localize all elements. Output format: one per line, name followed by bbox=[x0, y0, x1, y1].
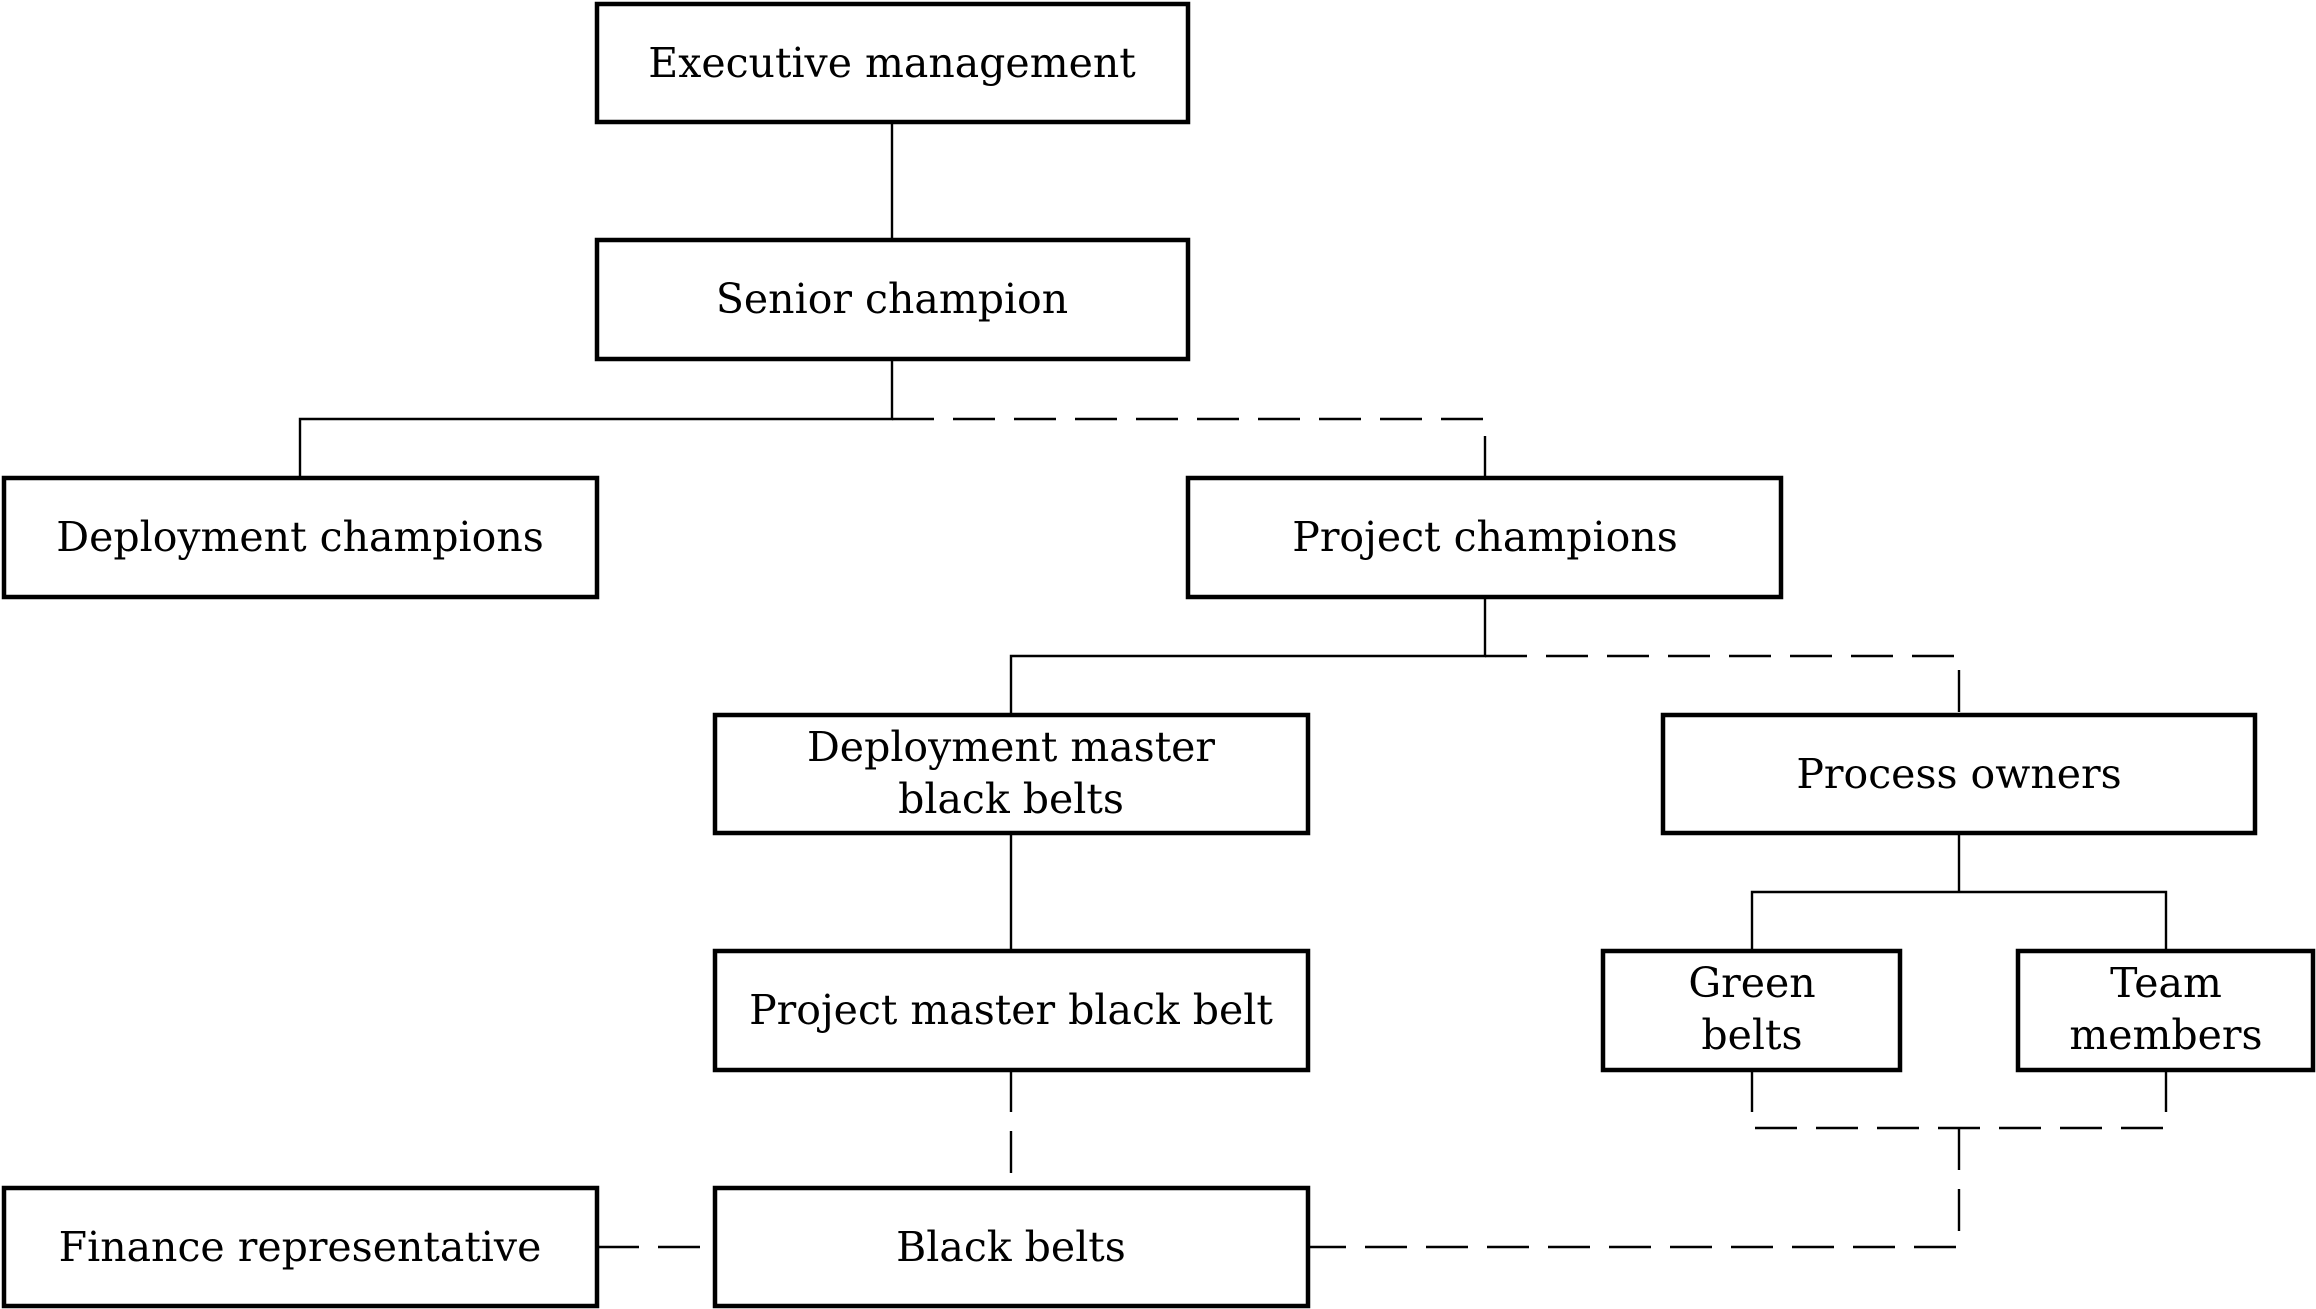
node-deployment-champions: Deployment champions bbox=[1, 475, 600, 600]
node-label-finance-representative: Finance representative bbox=[59, 1223, 542, 1271]
edge-senior-to-project-champions bbox=[892, 417, 1487, 478]
node-green-belts: Green belts bbox=[1600, 948, 1903, 1073]
node-finance-representative: Finance representative bbox=[1, 1185, 600, 1309]
edge-senior-to-deployment-champions bbox=[298, 359, 894, 478]
edge-belts-bracket bbox=[1750, 1070, 2168, 1130]
node-project-master-black-belt: Project master black belt bbox=[712, 948, 1311, 1073]
node-executive-management: Executive management bbox=[594, 1, 1191, 125]
node-project-champions: Project champions bbox=[1185, 475, 1784, 600]
edge-process-owners-to-belts bbox=[1750, 833, 2168, 951]
node-label-executive-management: Executive management bbox=[648, 39, 1136, 87]
node-label-team-members-line-1: Team bbox=[2110, 959, 2222, 1007]
node-label-process-owners: Process owners bbox=[1796, 750, 2121, 798]
node-label-green-belts-line-1: Green bbox=[1688, 959, 1815, 1007]
node-process-owners: Process owners bbox=[1660, 712, 2258, 836]
connectors bbox=[298, 122, 2168, 1249]
node-label-black-belts: Black belts bbox=[896, 1223, 1126, 1271]
node-label-team-members-line-2: members bbox=[2069, 1011, 2262, 1059]
node-senior-champion: Senior champion bbox=[594, 237, 1191, 362]
node-black-belts: Black belts bbox=[712, 1185, 1311, 1309]
edge-belts-to-black-belts bbox=[1308, 1128, 1961, 1249]
node-label-project-champions: Project champions bbox=[1292, 513, 1678, 561]
node-label-project-master-black-belt: Project master black belt bbox=[749, 986, 1273, 1034]
node-label-deployment-master-black-belts-line-1: Deployment master bbox=[807, 723, 1215, 771]
node-label-senior-champion: Senior champion bbox=[716, 275, 1068, 323]
edge-project-champions-to-deployment-mbb bbox=[1009, 597, 1487, 715]
node-deployment-master-black-belts: Deployment master black belts bbox=[712, 712, 1311, 836]
edge-project-champions-to-process-owners bbox=[1485, 654, 1961, 715]
node-label-green-belts-line-2: belts bbox=[1701, 1011, 1802, 1059]
node-label-deployment-master-black-belts-line-2: black belts bbox=[898, 775, 1124, 823]
node-team-members: Team members bbox=[2015, 948, 2316, 1073]
node-label-deployment-champions: Deployment champions bbox=[56, 513, 544, 561]
